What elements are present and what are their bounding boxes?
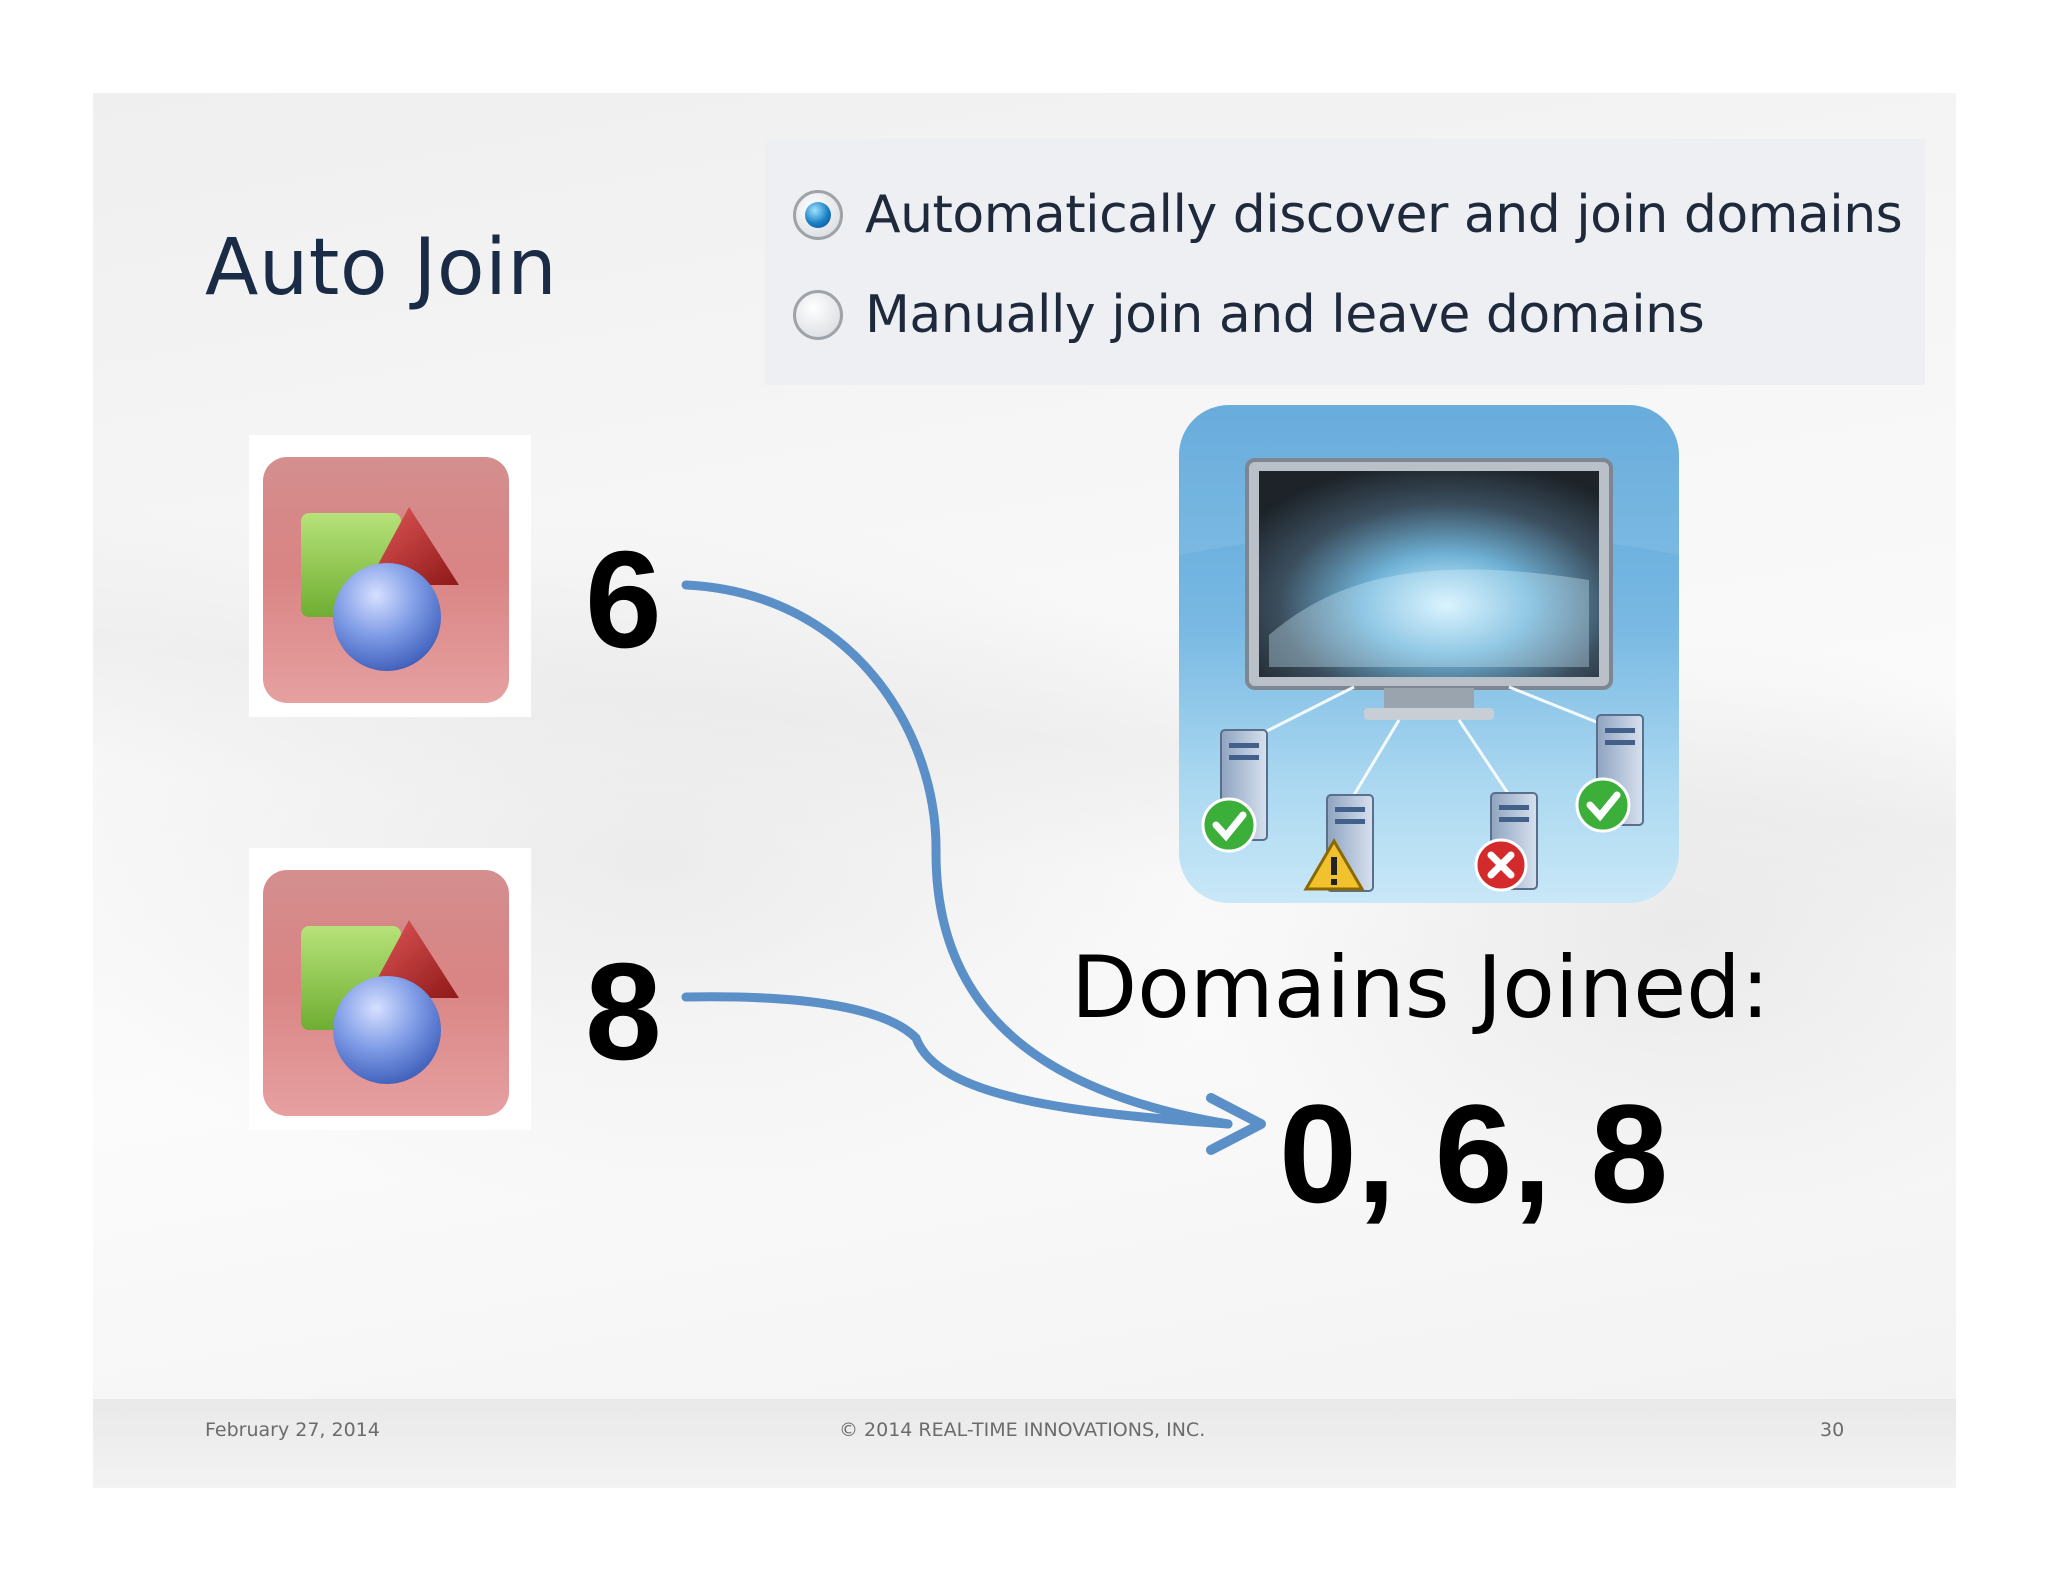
arrow-from-6 [681,580,1233,1129]
radio-option-manual[interactable]: Manually join and leave domains [793,283,1705,347]
slide-footer: February 27, 2014 © 2014 REAL-TIME INNOV… [93,1399,1956,1488]
domain-join-options-panel: Automatically discover and join domains … [765,139,1925,385]
check-icon [1575,777,1631,833]
slide: Auto Join Automatically discover and joi… [93,93,1956,1488]
shapes-graphic [301,920,459,1084]
footer-date: February 27, 2014 [205,1419,380,1441]
application-shapes-icon [249,435,531,717]
application-shapes-icon [249,848,531,1130]
network-graphic [1179,405,1679,892]
radio-option-auto[interactable]: Automatically discover and join domains [793,183,1903,247]
check-icon [1201,797,1257,853]
radio-label-manual: Manually join and leave domains [865,285,1705,345]
radio-button-unselected[interactable] [793,290,843,340]
domains-joined-value: 0, 6, 8 [1279,1075,1669,1232]
error-icon [1474,838,1528,892]
warning-icon [1303,838,1365,891]
arrow-head [1206,1093,1266,1155]
radio-dot [805,202,831,228]
participant-domain-6: 6 [585,523,662,677]
radio-button-selected[interactable] [793,190,843,240]
slide-title: Auto Join [205,223,558,313]
footer-page-number: 30 [1820,1419,1845,1441]
radio-label-auto: Automatically discover and join domains [865,185,1903,245]
participant-domain-8: 8 [585,935,662,1089]
network-monitor-icon [1179,405,1679,903]
footer-copyright: © 2014 REAL-TIME INNOVATIONS, INC. [839,1419,1206,1441]
domains-joined-label: Domains Joined: [1071,938,1770,1038]
shapes-graphic [301,507,459,671]
